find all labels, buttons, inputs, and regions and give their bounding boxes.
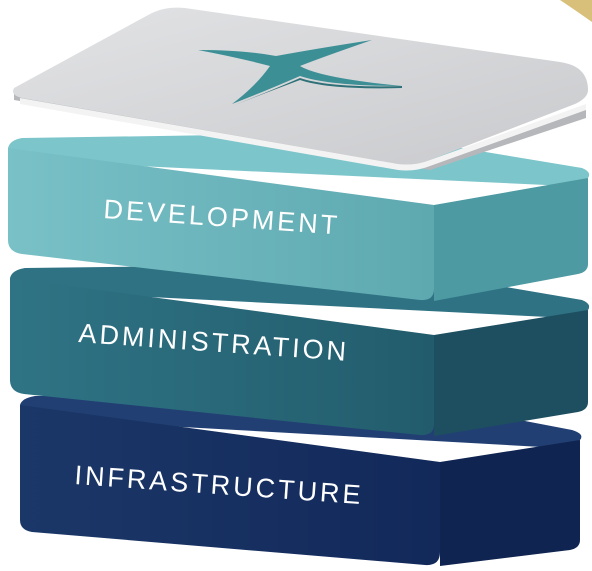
administration-layer: ADMINISTRATION [10,264,590,436]
four-point-star-icon [198,40,402,104]
development-layer-front [8,148,434,301]
infrastructure-layer-side [440,440,580,566]
administration-layer-side [434,310,588,436]
top-cap-surface [13,7,588,165]
administration-layer-front [10,278,434,436]
development-layer-side [434,178,588,301]
infrastructure-layer-front [20,405,440,566]
four-point-star-shadow [232,78,402,106]
top-cap-plate [13,7,588,171]
corner-accent-shape [560,0,592,22]
